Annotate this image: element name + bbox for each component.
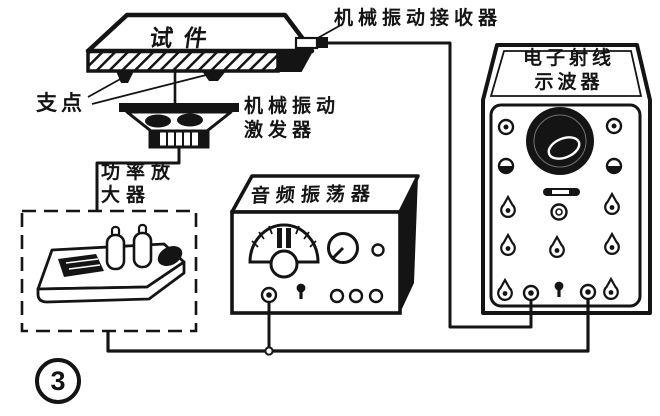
fulcrum-pointer-lines bbox=[87, 72, 215, 105]
focus-control[interactable] bbox=[550, 203, 568, 221]
exciter-label-line1: 机械振动 bbox=[244, 96, 341, 117]
oscillator-label: 音频振荡器 bbox=[249, 183, 377, 208]
panel-jack[interactable] bbox=[348, 288, 364, 304]
figure-number: 3 bbox=[50, 365, 66, 396]
oscilloscope-label-line2: 示波器 bbox=[534, 72, 604, 93]
panel-jack[interactable] bbox=[329, 288, 345, 304]
oscilloscope-label-line1: 电子射线 bbox=[522, 48, 615, 69]
horizontal-slot-switch[interactable] bbox=[543, 188, 580, 196]
panel-screws bbox=[497, 117, 623, 175]
amplifier-to-scope-wire bbox=[106, 299, 590, 353]
exciter-label: 机械振动 激发器 bbox=[244, 95, 340, 143]
oscilloscope-unit bbox=[481, 43, 652, 315]
fulcrum-supports bbox=[116, 71, 226, 83]
output-terminal[interactable] bbox=[260, 286, 278, 304]
crt-screen bbox=[526, 107, 594, 175]
wire-junction-dot bbox=[264, 346, 274, 356]
gain-knob[interactable] bbox=[327, 232, 359, 264]
power-amplifier-chassis bbox=[36, 223, 186, 304]
input-terminal-right[interactable] bbox=[579, 283, 597, 301]
specimen-slab bbox=[85, 12, 315, 73]
pilot-lamp bbox=[371, 243, 385, 257]
figure-number-badge: 3 bbox=[35, 358, 81, 404]
input-terminal-left[interactable] bbox=[522, 284, 540, 302]
exciter-to-amplifier-wire bbox=[95, 147, 181, 211]
amplifier-label-line1: 功率放 bbox=[101, 162, 177, 183]
receiver-label: 机械振动接收器 bbox=[334, 8, 503, 29]
tuning-meter-dial[interactable] bbox=[248, 223, 320, 279]
oscilloscope-label: 电子射线 示波器 bbox=[500, 47, 638, 95]
receiver-to-scope-wire bbox=[328, 41, 533, 329]
vibration-exciter bbox=[119, 71, 239, 149]
audio-oscillator-unit bbox=[230, 174, 420, 315]
exciter-label-line2: 激发器 bbox=[244, 120, 317, 141]
specimen-label: 试件 bbox=[147, 25, 220, 51]
amplifier-label-line2: 大器 bbox=[101, 185, 152, 206]
vibration-receiver-probe bbox=[294, 24, 342, 50]
fulcrum-label: 支点 bbox=[36, 92, 86, 115]
panel-jack[interactable] bbox=[368, 288, 384, 304]
amplifier-label: 功率放 大器 bbox=[101, 161, 176, 207]
